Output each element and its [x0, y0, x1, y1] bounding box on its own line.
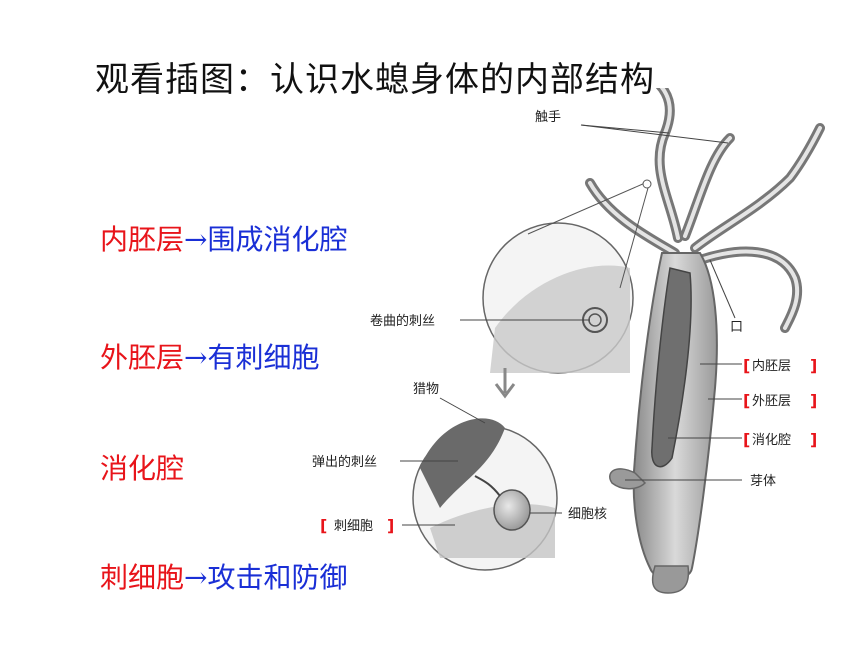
hydra-body	[609, 252, 718, 594]
bracket-right: ]	[810, 430, 817, 449]
term-desc: 有刺细胞	[207, 341, 320, 374]
label-ejected-thread: 弹出的刺丝	[312, 454, 377, 470]
label-mouth: 口	[730, 320, 743, 335]
term-arrow: →	[184, 561, 208, 594]
term-part: 内胚层	[100, 223, 185, 256]
label-prey: 猎物	[413, 382, 439, 397]
term-arrow: →	[184, 341, 208, 374]
bracket-left: [	[743, 391, 750, 410]
down-arrow-icon	[494, 368, 516, 399]
term-part: 刺细胞	[100, 561, 185, 594]
term-part: 外胚层	[100, 341, 185, 374]
label-tentacle: 触手	[535, 110, 561, 125]
label-nucleus: 细胞核	[568, 507, 607, 522]
term-cnidocyte: 刺细胞→攻击和防御	[100, 556, 348, 596]
magnified-coiled-view	[482, 179, 652, 374]
bracket-right: ]	[810, 356, 817, 375]
term-desc: 围成消化腔	[207, 223, 348, 256]
label-endoderm: 内胚层	[752, 358, 791, 374]
hydra-diagram: 触手 卷曲的刺丝 口 [ 内胚层 ] [ 外胚层 ] [ 消化腔 ] 芽体 猎物…	[312, 88, 825, 594]
bracket-left: [	[320, 516, 327, 535]
term-ectoderm: 外胚层→有刺细胞	[100, 336, 320, 376]
label-cnidocyte: 刺细胞	[334, 519, 373, 534]
term-part: 消化腔	[100, 452, 185, 485]
bracket-left: [	[743, 430, 750, 449]
term-endoderm: 内胚层→围成消化腔	[100, 218, 348, 258]
label-coiled-thread: 卷曲的刺丝	[370, 313, 435, 329]
bracket-left: [	[743, 356, 750, 375]
term-desc: 攻击和防御	[207, 561, 348, 594]
bracket-right: ]	[387, 516, 394, 535]
magnified-ejected-view	[412, 418, 558, 571]
term-arrow: →	[184, 223, 208, 256]
page-title: 观看插图：认识水螅身体的内部结构	[95, 60, 655, 100]
label-ectoderm: 外胚层	[752, 394, 791, 409]
term-gastric-cavity: 消化腔	[100, 447, 184, 487]
bracket-right: ]	[810, 391, 817, 410]
label-gastric-cavity: 消化腔	[752, 433, 791, 448]
label-bud: 芽体	[750, 474, 776, 489]
